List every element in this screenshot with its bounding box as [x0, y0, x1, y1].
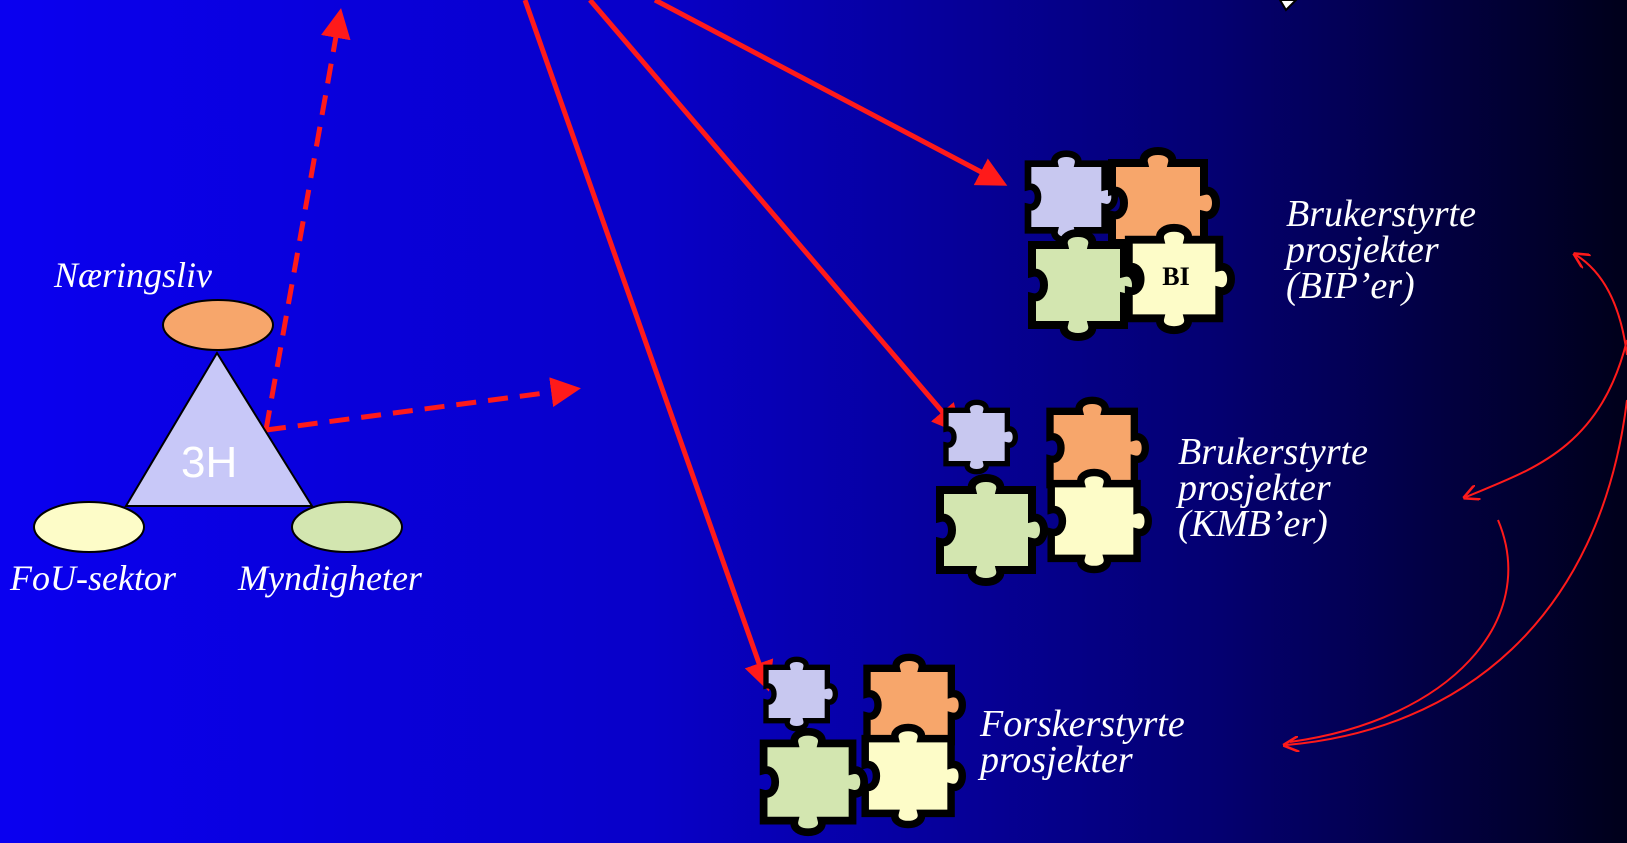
label-kmb-line-1: Brukerstyrte: [1178, 431, 1368, 473]
label-forsker: Forskerstyrte prosjekter: [980, 703, 1185, 781]
label-kmb: Brukerstyrte prosjekter (KMB’er): [1178, 431, 1368, 545]
label-kmb-line-2: prosjekter: [1178, 467, 1331, 509]
arrow-to-bip: [653, 0, 1008, 186]
curve-arrow-bip: [1576, 255, 1627, 356]
triad-triangle: [124, 351, 314, 507]
node-naeringsliv: [162, 299, 274, 351]
label-naeringsliv: Næringsliv: [54, 255, 213, 295]
curve-arrow-kmb: [1466, 339, 1627, 497]
label-bip-line-2: prosjekter: [1286, 229, 1439, 271]
label-kmb-line-3: (KMB’er): [1178, 503, 1328, 545]
arrow-to-kmb: [588, 0, 962, 435]
node-fou-sektor: [33, 501, 145, 553]
label-forsker-line-1: Forskerstyrte: [980, 703, 1185, 745]
puzzle-text-bip: BI: [1162, 262, 1189, 291]
label-bip-line-1: Brukerstyrte: [1286, 193, 1476, 235]
label-fou-sektor: FoU-sektor: [10, 558, 176, 598]
puzzle-group-kmb: [940, 400, 1148, 582]
puzzle-group-forsker: [764, 657, 963, 832]
label-forsker-line-2: prosjekter: [980, 739, 1133, 781]
corner-partial-icon: [1278, 0, 1298, 12]
puzzle-group-bip: [1028, 151, 1231, 337]
curve-arrow-forsker-a: [1286, 399, 1627, 745]
triad-center-label: 3H: [181, 438, 238, 487]
arrow-to-forsker: [522, 0, 774, 692]
node-myndigheter: [291, 501, 403, 553]
curve-arrow-forsker-b: [1289, 519, 1510, 743]
label-myndigheter: Myndigheter: [238, 558, 422, 598]
label-bip-line-3: (BIP’er): [1286, 265, 1415, 307]
dashed-arrow-up: [263, 8, 351, 431]
dashed-arrow-right: [265, 377, 581, 433]
label-bip: Brukerstyrte prosjekter (BIP’er): [1286, 193, 1476, 307]
